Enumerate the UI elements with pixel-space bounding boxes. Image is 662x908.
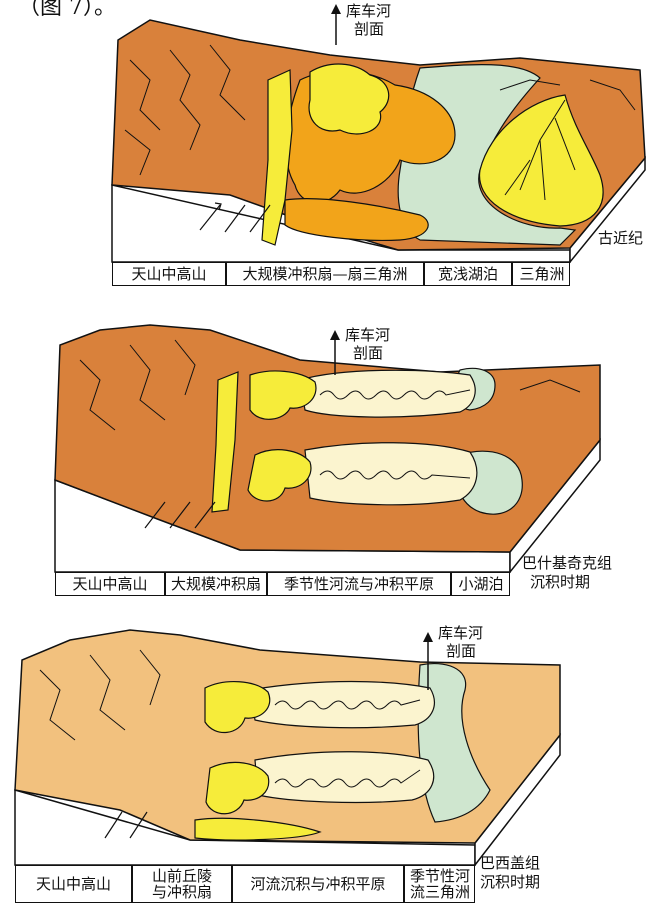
panel-3-age-label: 巴西盖组 <box>480 855 540 871</box>
panel-3-zone-1: 天山中高山 <box>16 866 131 902</box>
panel-3-section-label-2: 剖面 <box>446 643 476 659</box>
panel-3-legend-bar: 天山中高山 山前丘陵 与冲积扇 河流沉积与冲积平原 季节性河 流三角洲 <box>15 865 475 903</box>
panel-3-zone-3: 河流沉积与冲积平原 <box>233 866 403 902</box>
panel-3-zone-2-line-2: 与冲积扇 <box>152 884 212 900</box>
panel-3-plain-2 <box>255 752 434 803</box>
panel-3-section-label: 库车河 <box>438 625 483 641</box>
panel-3-zone-4-line-1: 季节性河 <box>410 868 470 884</box>
panel-3-plain-1 <box>250 682 434 728</box>
panel-3-zone-4-line-2: 流三角洲 <box>410 884 470 900</box>
panel-3-age-label-2: 沉积时期 <box>480 874 540 890</box>
panel-3-top-surface <box>15 630 560 843</box>
panel-3-zone-2: 山前丘陵 与冲积扇 <box>133 866 231 902</box>
panel-3-zone-2-line-1: 山前丘陵 <box>152 868 212 884</box>
panel-3-zone-4: 季节性河 流三角洲 <box>405 866 475 902</box>
